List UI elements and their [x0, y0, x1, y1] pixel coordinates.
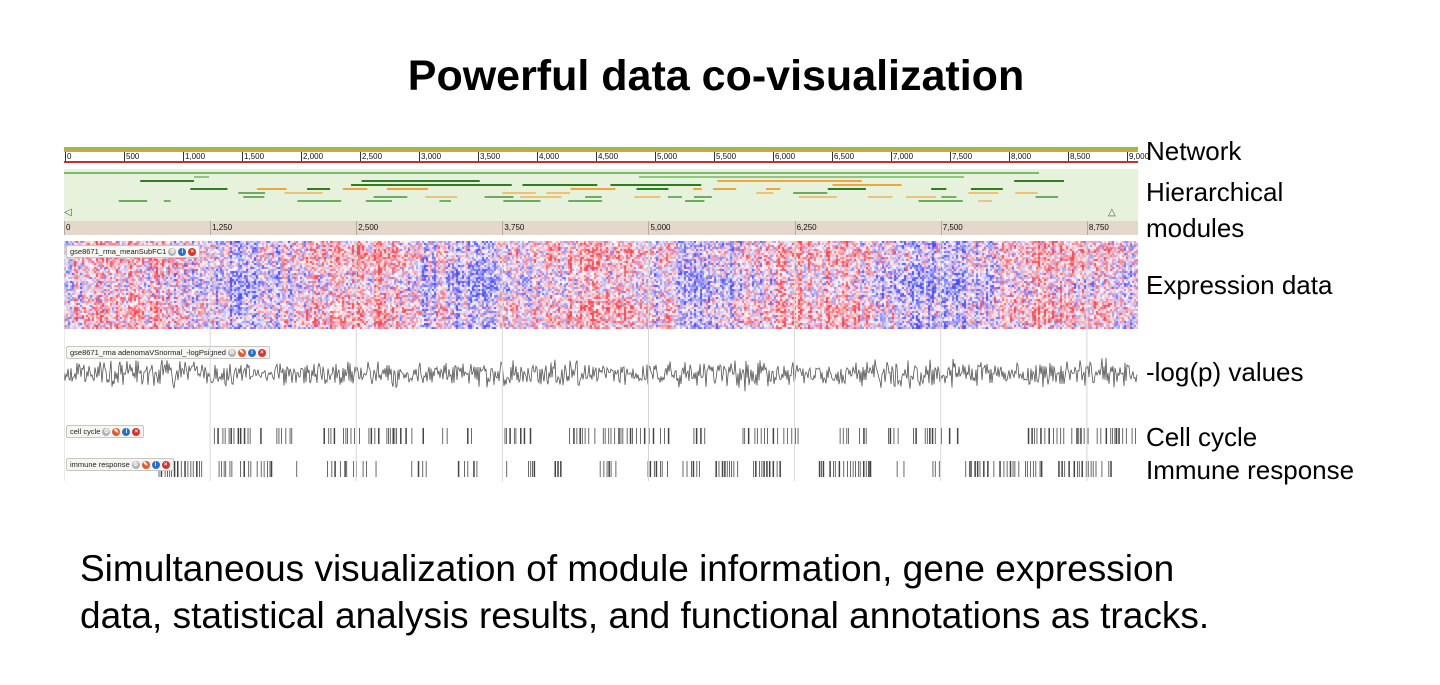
edit-icon[interactable]: ✎ [237, 348, 246, 357]
close-icon[interactable]: × [161, 460, 170, 469]
coord-tick [210, 221, 212, 235]
ruler-tick: 4,500 [596, 152, 619, 161]
coordinate-axis: 0 1,250 2,500 3,750 5,000 6,250 7,500 8,750 [64, 221, 1138, 235]
cell-cycle-track[interactable]: cell cycle ⚙ ✎ i × [64, 424, 1138, 446]
immune-response-svg [158, 461, 1112, 477]
ruler-tick: 5,500 [714, 152, 737, 161]
coord-tick [356, 221, 358, 235]
ruler-tick: 1,500 [242, 152, 265, 161]
hierarchical-modules-track[interactable]: ◁ △ [64, 169, 1138, 221]
coord-tick-label: 3,750 [504, 223, 525, 232]
network-track-bar-2 [64, 150, 1138, 152]
pvalue-track[interactable]: gse8671_rma adenomaVSnormal_-logPsigned … [63, 343, 1138, 405]
info-icon[interactable]: i [151, 460, 160, 469]
expression-track-label: gse8671_rma_meanSubFC1 [70, 247, 167, 256]
settings-icon[interactable]: ⚙ [102, 427, 111, 436]
ruler-scale: 0 500 1,000 1,500 2,000 2,500 3,000 3,500 4,000 4… [64, 152, 1149, 163]
ruler-tick: 5,000 [655, 152, 678, 161]
ruler-tick: 7,000 [891, 152, 914, 161]
slide-title: Powerful data co-visualization [407, 52, 1025, 100]
coord-tick [502, 221, 504, 235]
info-icon[interactable]: i [247, 348, 256, 357]
coord-tick [1086, 221, 1088, 235]
coord-tick-label: 0 [66, 223, 71, 232]
ruler-tick: 0 [65, 152, 72, 161]
caption-line-2: data, statistical analysis results, and … [80, 595, 1210, 636]
label-network: Network [1146, 136, 1242, 166]
coord-tick [940, 221, 942, 235]
edit-icon[interactable]: ✎ [141, 460, 150, 469]
close-icon[interactable]: × [257, 348, 266, 357]
settings-icon[interactable]: ⚙ [168, 247, 177, 256]
ruler-tick: 9,000 [1127, 152, 1150, 161]
cell-cycle-track-label: cell cycle [70, 427, 101, 436]
immune-response-track[interactable]: immune response ⚙ ✎ i × [64, 457, 1138, 479]
settings-icon[interactable]: ⚙ [131, 460, 140, 469]
label-modules: modules [1146, 213, 1245, 243]
ruler-tick: 8,500 [1068, 152, 1091, 161]
immune-track-label: immune response [70, 460, 130, 469]
settings-icon[interactable]: ⚙ [227, 348, 236, 357]
coord-tick [64, 221, 65, 235]
ruler-tick: 500 [124, 152, 140, 161]
coord-tick [648, 221, 650, 235]
label-cell-cycle: Cell cycle [1146, 422, 1258, 452]
right-handle-icon[interactable]: △ [1108, 207, 1116, 218]
coord-tick-label: 1,250 [212, 223, 233, 232]
label-hierarchical: Hierarchical [1146, 177, 1284, 207]
immune-track-tag[interactable]: immune response ⚙ ✎ i × [66, 458, 174, 471]
coord-tick-label: 6,250 [796, 223, 817, 232]
pvalue-track-tag[interactable]: gse8671_rma adenomaVSnormal_-logPsigned … [66, 346, 270, 359]
info-icon[interactable]: i [178, 247, 187, 256]
close-icon[interactable]: × [188, 247, 197, 256]
coord-tick-label: 7,500 [942, 223, 963, 232]
ruler-tick: 1,000 [183, 152, 206, 161]
genome-browser[interactable]: 0 500 1,000 1,500 2,000 2,500 3,000 3,500 4,000 4… [63, 143, 1149, 483]
heatmap-canvas [64, 241, 1138, 329]
coord-tick [794, 221, 796, 235]
close-icon[interactable]: × [132, 427, 141, 436]
expression-track-tag[interactable]: gse8671_rma_meanSubFC1 ⚙ i × [66, 245, 201, 258]
cell-cycle-svg [213, 428, 1136, 444]
pvalue-trace [63, 357, 1138, 392]
modules-svg [64, 172, 1064, 202]
info-icon[interactable]: i [122, 427, 131, 436]
coord-tick-label: 8,750 [1088, 223, 1109, 232]
coord-tick-label: 2,500 [358, 223, 379, 232]
caption: Simultaneous visualization of module inf… [80, 545, 1209, 639]
ruler-tick: 4,000 [537, 152, 560, 161]
ruler-tick: 3,000 [419, 152, 442, 161]
left-handle-icon[interactable]: ◁ [64, 207, 72, 218]
coord-tick-label: 5,000 [650, 223, 671, 232]
ruler-tick: 2,000 [301, 152, 324, 161]
ruler-tick: 8,000 [1009, 152, 1032, 161]
cell-cycle-track-tag[interactable]: cell cycle ⚙ ✎ i × [66, 425, 145, 438]
pvalue-svg [63, 357, 1138, 392]
pvalue-track-label: gse8671_rma adenomaVSnormal_-logPsigned [70, 348, 226, 357]
edit-icon[interactable]: ✎ [112, 427, 121, 436]
ruler-tick: 3,500 [478, 152, 501, 161]
label-immune-response: Immune response [1146, 455, 1355, 485]
ruler-tick: 6,500 [832, 152, 855, 161]
network-track-bar [64, 147, 1138, 150]
ruler-tick: 2,500 [360, 152, 383, 161]
label-expression: Expression data [1146, 270, 1333, 300]
network-ruler: 0 500 1,000 1,500 2,000 2,500 3,000 3,500 4,000 4… [64, 147, 1149, 163]
ruler-tick: 7,500 [950, 152, 973, 161]
caption-line-1: Simultaneous visualization of module inf… [80, 548, 1175, 589]
ruler-tick: 6,000 [773, 152, 796, 161]
label-pvalues: -log(p) values [1146, 357, 1304, 387]
expression-heatmap[interactable]: gse8671_rma_meanSubFC1 ⚙ i × [64, 241, 1138, 329]
